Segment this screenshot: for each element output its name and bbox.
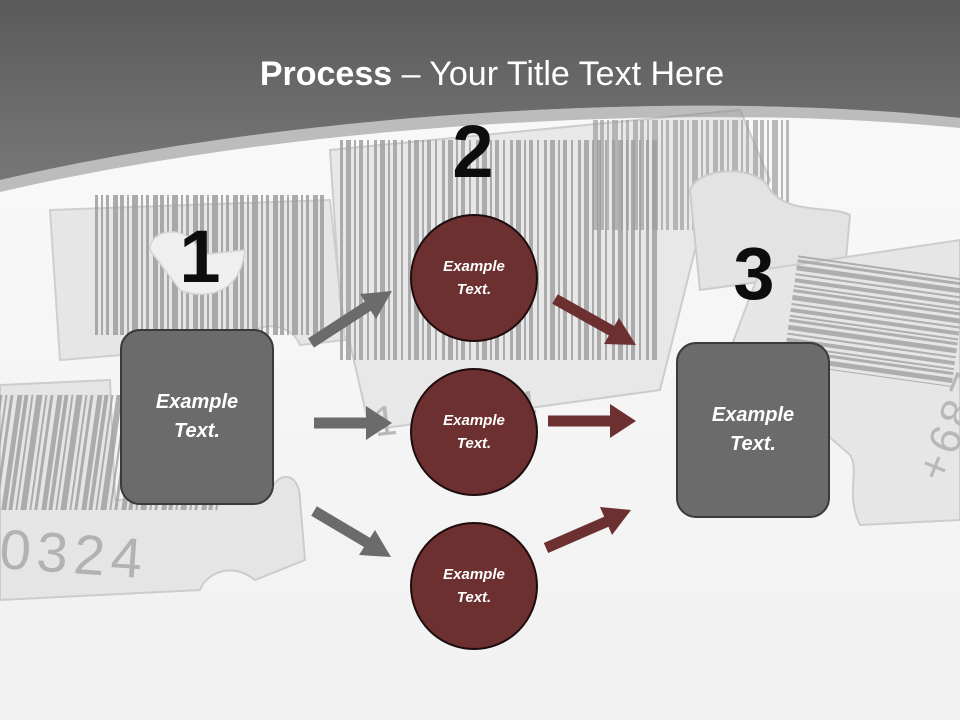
arrow-top-circle-to-3 — [552, 294, 636, 345]
slide-title: Process – Your Title Text Here — [0, 52, 960, 96]
step-2-circle-bottom: Example Text. — [410, 522, 538, 650]
step-3-box: Example Text. — [676, 342, 830, 518]
arrow-bottom-circle-to-3 — [543, 507, 631, 554]
step-3-number: 3 — [733, 232, 775, 315]
title-rest-part: – Your Title Text Here — [392, 55, 725, 93]
step-2-circle-top: Example Text. — [410, 214, 538, 342]
step-1-number: 1 — [179, 215, 221, 298]
background-digits-left: 0324 — [0, 517, 150, 590]
step-2-circle-middle: Example Text. — [410, 368, 538, 496]
arrow-1-to-bottom-circle — [311, 506, 391, 557]
step-1-box: Example Text. — [120, 329, 274, 505]
arrow-1-to-middle-circle — [314, 406, 392, 440]
arrow-middle-circle-to-3 — [548, 404, 636, 438]
arrow-1-to-top-circle — [308, 291, 392, 348]
step-2-number: 2 — [452, 110, 494, 193]
title-bold-part: Process — [259, 55, 393, 93]
